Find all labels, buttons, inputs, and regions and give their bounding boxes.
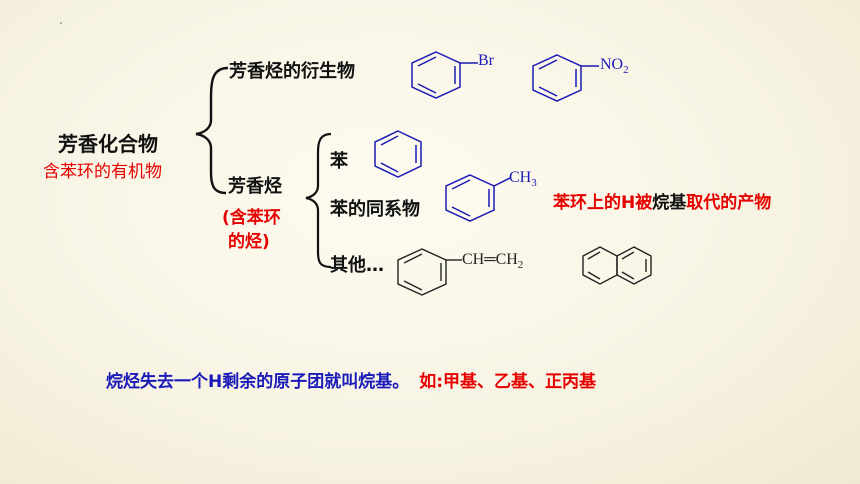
brace-aromatic-hydrocarbon <box>305 132 332 269</box>
branch-aromatic-hydrocarbon: 芳香烃 <box>228 176 282 197</box>
annotation-alkyl-substituted: 苯环上的H被烷基取代的产物 <box>553 193 772 213</box>
root-title: 芳香化合物 <box>58 132 158 156</box>
label-vinyl: CH═CH2 <box>462 251 524 272</box>
toluene-structure <box>445 174 511 222</box>
styrene-structure <box>397 248 462 296</box>
branch-note-line1: (含苯环 <box>222 208 281 228</box>
leaf-benzene-homologue: 苯的同系物 <box>330 199 420 220</box>
branch-note-line2: 的烃) <box>228 232 270 252</box>
label-ch3: CH3 <box>509 169 537 190</box>
stray-dot <box>60 22 62 24</box>
footer-definition: 烷烃失去一个H剩余的原子团就叫烷基。如:甲基、乙基、正丙基 <box>106 372 597 392</box>
leaf-benzene: 苯 <box>330 151 348 172</box>
benzene-structure <box>374 130 422 178</box>
bromobenzene-structure <box>411 51 478 99</box>
leaf-others: 其他… <box>330 255 384 276</box>
naphthalene-structure <box>582 246 652 285</box>
brace-root <box>195 66 229 195</box>
root-subtitle: 含苯环的有机物 <box>43 162 162 182</box>
branch-aromatic-derivative: 芳香烃的衍生物 <box>229 61 355 82</box>
nitrobenzene-structure <box>532 54 599 102</box>
label-no2: NO2 <box>600 56 629 77</box>
label-br: Br <box>478 52 494 69</box>
